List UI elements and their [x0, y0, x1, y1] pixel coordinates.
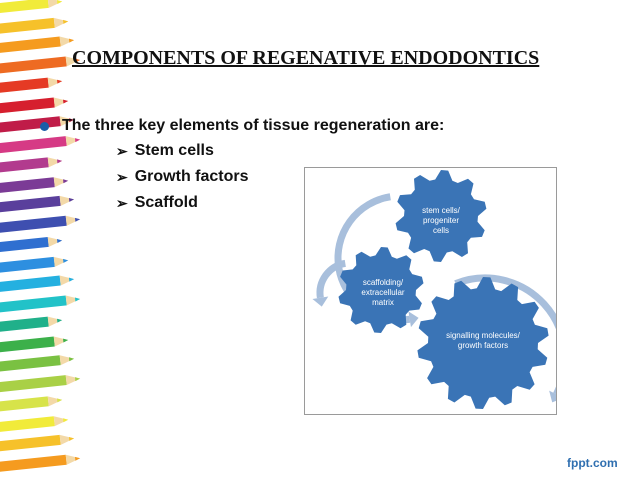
pencil: [0, 256, 69, 273]
pencil: [0, 434, 75, 452]
pencil: [0, 355, 75, 372]
pencil: [0, 36, 75, 54]
cycle-arrow-left: [312, 259, 347, 307]
gear-cycle-graphic: [312, 170, 556, 409]
list-item-label: Stem cells: [134, 142, 214, 159]
gear-label-stem-cells: stem cells/ progeniter cells: [422, 206, 460, 235]
pencil: [0, 77, 63, 94]
gear-label-signalling: signalling molecules/ growth factors: [446, 331, 520, 350]
pencil: [0, 177, 69, 194]
pencil: [0, 236, 63, 253]
pencil: [0, 275, 75, 293]
list-item-scaffold: ➢ Scaffold: [116, 194, 198, 212]
list-item-label: Scaffold: [134, 194, 198, 211]
gear-cycle-diagram: stem cells/ progeniter cells scaffolding…: [304, 167, 557, 415]
pencil: [0, 416, 69, 433]
pencil: [0, 316, 63, 333]
list-item-label: Growth factors: [134, 168, 249, 185]
cycle-arrow-right: [454, 274, 556, 403]
pencil: [0, 295, 81, 313]
gear-signalling: [417, 277, 549, 409]
list-item-stem-cells: ➢ Stem cells: [116, 142, 214, 160]
pencil: [0, 17, 69, 34]
slide-title: COMPONENTS OF REGENATIVE ENDODONTICS: [72, 47, 540, 69]
gear-label-scaffolding: scaffolding/ extracellular matrix: [361, 278, 405, 307]
pencil: [0, 454, 81, 473]
pencil: [0, 0, 63, 14]
list-item-growth-factors: ➢ Growth factors: [116, 168, 249, 186]
pencil: [0, 375, 81, 393]
pencil: [0, 56, 81, 74]
pencil: [0, 116, 75, 133]
pencil: [0, 97, 69, 114]
colored-pencils-border: [0, 0, 81, 473]
intro-text: The three key elements of tissue regener…: [62, 117, 445, 134]
arrowhead-bullet-icon: ➢: [116, 142, 128, 159]
pencil: [0, 215, 81, 234]
pencil: [0, 396, 63, 412]
fppt-watermark: fppt.com: [567, 456, 618, 470]
pencil: [0, 336, 69, 353]
pencil: [0, 195, 75, 213]
intro-bullet: The three key elements of tissue regener…: [40, 117, 444, 135]
pencil: [0, 157, 63, 173]
bullet-dot-icon: [40, 121, 49, 131]
arrowhead-bullet-icon: ➢: [116, 168, 128, 185]
gear-scaffolding: [338, 247, 424, 333]
gear-stem-cells: [395, 170, 487, 262]
pencil: [0, 136, 81, 154]
arrowhead-bullet-icon: ➢: [116, 194, 128, 211]
